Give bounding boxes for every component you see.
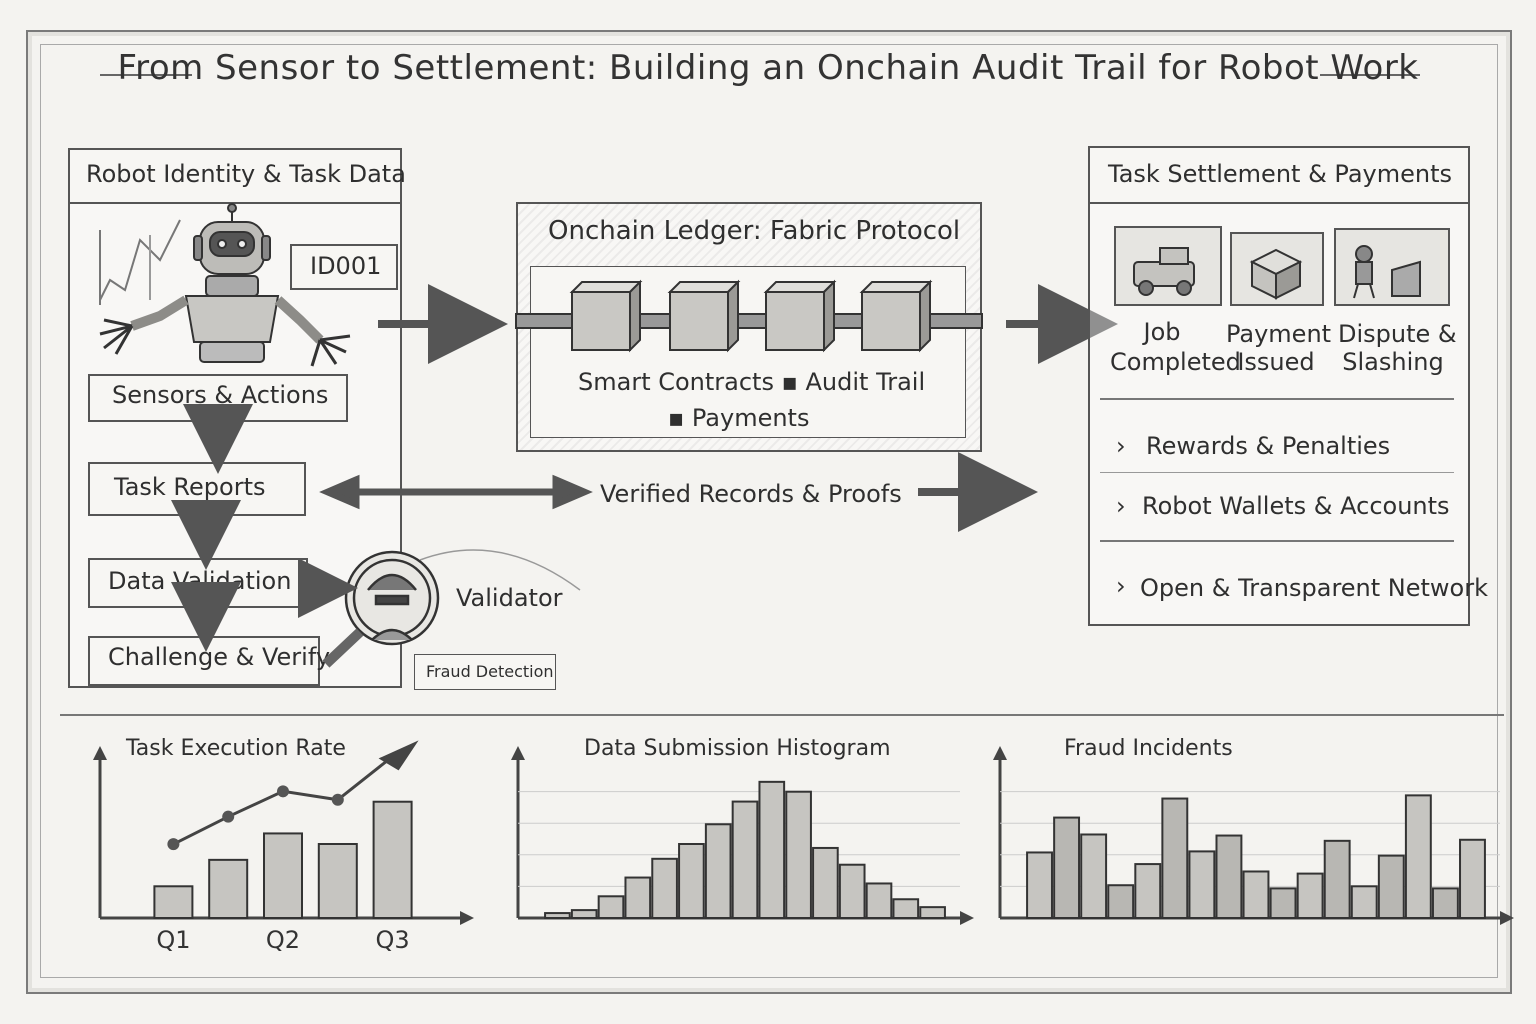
chart-bar (1323, 839, 1351, 919)
chart-bar (1080, 833, 1108, 919)
rewards-chevron-icon: › (1116, 432, 1126, 460)
chart-bar (758, 780, 786, 920)
outer-frame (26, 30, 1512, 994)
page-title: From Sensor to Settlement: Building an O… (117, 48, 1419, 88)
chart-bar (153, 885, 194, 919)
settlement-item-network: Open & Transparent Network (1140, 574, 1488, 602)
fraud-detection-tag (414, 654, 556, 690)
chart-bar (838, 863, 866, 919)
title-rule-right (1320, 74, 1420, 76)
chart-bar (1459, 838, 1486, 919)
chart-bar (1134, 863, 1162, 919)
chart-bar (1269, 887, 1297, 920)
ledger-caption-line2: ▪ Payments (668, 404, 810, 432)
chart-bar (597, 895, 625, 920)
chart-bar (372, 800, 413, 920)
settlement-divider-3 (1100, 540, 1454, 542)
chart-bar (1377, 854, 1405, 920)
chart-bar (317, 843, 358, 919)
job-completed-line1: Job (1143, 318, 1181, 346)
trend-arrow-icon (378, 740, 419, 771)
chart-bar (1242, 870, 1270, 920)
trend-line (172, 755, 394, 846)
chart-bar (785, 790, 812, 919)
chart-bar (263, 832, 303, 920)
chart-bar (1107, 884, 1135, 920)
chart-bar (1296, 872, 1324, 919)
y-axis-arrow-icon (93, 746, 107, 760)
chart-title-fraud: Fraud Incidents (1064, 736, 1233, 761)
trend-point (331, 793, 344, 806)
chart-bar (1188, 850, 1216, 920)
y-axis-arrow-icon (993, 746, 1007, 760)
chart-bar (812, 846, 839, 919)
chart-bar (624, 876, 652, 920)
fraud-detection-label: Fraud Detection (426, 662, 554, 681)
chart-bar (1350, 885, 1378, 919)
robot-identity-header: Robot Identity & Task Data (86, 160, 406, 188)
payment-issued-line2: Issued (1237, 348, 1315, 376)
chart-title-histogram: Data Submission Histogram (584, 736, 891, 761)
ledger-caption-line1: Smart Contracts ▪ Audit Trail (578, 368, 926, 396)
chart-bar (865, 882, 893, 920)
robot-identity-header-box (68, 148, 402, 204)
chart-bar (544, 912, 571, 919)
x-axis-arrow-icon (960, 911, 974, 925)
settlement-divider-1 (1100, 398, 1454, 400)
network-chevron-icon: › (1116, 572, 1126, 600)
settlement-item-rewards: Rewards & Penalties (1146, 432, 1391, 460)
x-tick-label: Q3 (376, 926, 410, 954)
chart-bar (651, 857, 678, 919)
robot-id-label: ID001 (310, 252, 382, 280)
title-rule-left (100, 74, 192, 76)
trend-point (167, 838, 180, 851)
charts-separator (60, 714, 1504, 716)
wallets-chevron-icon: › (1116, 492, 1126, 520)
inner-frame (40, 44, 1498, 978)
settlement-header-box (1088, 146, 1470, 204)
payment-issued-line1: Payment (1226, 320, 1332, 348)
x-axis-arrow-icon (1500, 911, 1514, 925)
chart-bar (892, 898, 920, 920)
chart-bar (1215, 834, 1243, 919)
task-reports-label: Task Reports (114, 473, 266, 501)
dispute-line1: Dispute & (1338, 320, 1457, 348)
chart-bar (1026, 851, 1053, 920)
chart-bar (731, 800, 759, 919)
trend-point (277, 785, 289, 798)
robot-id-tag (290, 244, 398, 290)
ledger-header: Onchain Ledger: Fabric Protocol (548, 216, 961, 246)
chart-bar (1053, 816, 1081, 919)
chart-title-execution: Task Execution Rate (126, 736, 346, 761)
trend-point (222, 810, 235, 823)
x-tick-label: Q1 (156, 926, 190, 954)
settlement-divider-2 (1100, 472, 1454, 473)
chart-bar (678, 843, 705, 919)
chart-bar (1431, 887, 1459, 920)
chart-bar (208, 858, 249, 919)
x-tick-label: Q2 (266, 926, 300, 954)
validator-label: Validator (456, 584, 563, 612)
chart-bar (704, 823, 732, 919)
settlement-header: Task Settlement & Payments (1108, 160, 1452, 188)
chart-bar (919, 906, 946, 920)
verified-records-label: Verified Records & Proofs (600, 480, 902, 508)
x-axis-arrow-icon (460, 911, 474, 925)
chart-bar (1404, 794, 1432, 919)
chart-bar (1161, 797, 1189, 919)
dispute-line2: Slashing (1342, 348, 1444, 376)
settlement-item-wallets: Robot Wallets & Accounts (1142, 492, 1450, 520)
chart-bar (570, 909, 598, 920)
y-axis-arrow-icon (511, 746, 525, 760)
